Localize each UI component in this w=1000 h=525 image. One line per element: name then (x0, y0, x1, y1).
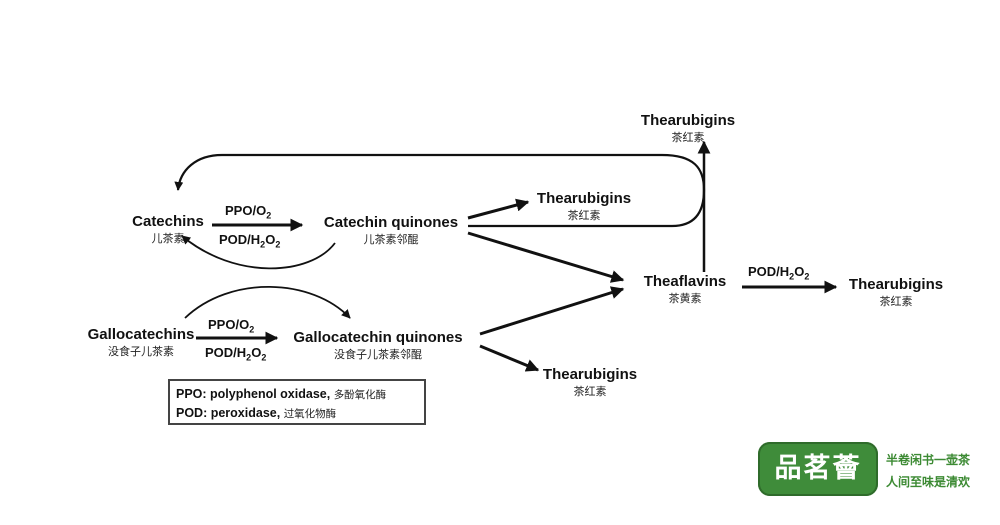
node-label-zh: 儿茶素邻醌 (363, 233, 419, 246)
slogan-line-1: 半卷闲书一壶茶 (886, 453, 971, 467)
loop-arrow-quinones-to-catechins (174, 153, 706, 228)
arrow-quinones-to-thearubigins-mid (467, 198, 530, 220)
node-label-en: Catechins (132, 213, 204, 230)
curve-gallocatechins-to-quinones (184, 286, 351, 319)
node-gallocatechins: Gallocatechins 没食子儿茶素 (76, 326, 206, 359)
node-label-en: Thearubigins (542, 366, 638, 383)
node-gallocatechin-quinones: Gallocatechin quinones 没食子儿茶素邻醌 (278, 329, 478, 362)
node-label-zh: 儿茶素 (151, 232, 185, 245)
node-label-zh: 没食子儿茶素 (108, 345, 174, 358)
enzyme-label-pod-top: POD/H2O2 (219, 232, 281, 250)
node-thearubigins-right: Thearubigins 茶红素 (836, 276, 956, 309)
node-thearubigins-top: Thearubigins 茶红素 (628, 112, 748, 145)
node-label-zh: 茶红素 (671, 131, 705, 144)
node-label-zh: 茶红素 (573, 385, 607, 398)
node-theaflavins: Theaflavins 茶黄素 (630, 273, 740, 306)
node-label-en: Gallocatechin quinones (293, 329, 463, 346)
curve-quinones-to-catechins (181, 235, 336, 270)
node-catechins: Catechins 儿茶素 (118, 213, 218, 246)
arrow-gallo-quinones-to-thearubigins-low (479, 344, 540, 372)
node-label-en: Gallocatechins (87, 326, 195, 343)
node-label-zh: 茶黄素 (668, 292, 702, 305)
legend-ppo: PPO: polyphenol oxidase, 多酚氧化酶 (176, 387, 387, 401)
legend-pod: POD: peroxidase, 过氧化物酶 (176, 406, 337, 420)
enzyme-label-ppo-bottom: PPO/O2 (208, 317, 255, 335)
slogan-line-2: 人间至味是清欢 (886, 475, 971, 489)
arrow-quinones-to-theaflavins (467, 231, 625, 283)
enzyme-label-ppo-top: PPO/O2 (225, 203, 272, 221)
node-label-zh: 没食子儿茶素邻醌 (334, 348, 422, 361)
brand-logo: 品茗薈 (758, 442, 878, 496)
node-label-zh: 茶红素 (879, 295, 913, 308)
node-label-en: Catechin quinones (323, 214, 459, 231)
node-label-en: Thearubigins (536, 190, 632, 207)
node-catechin-quinones: Catechin quinones 儿茶素邻醌 (306, 214, 476, 247)
node-thearubigins-mid: Thearubigins 茶红素 (524, 190, 644, 223)
node-thearubigins-low: Thearubigins 茶红素 (530, 366, 650, 399)
brand-logo-text: 品茗薈 (774, 453, 862, 484)
node-label-en: Thearubigins (848, 276, 944, 293)
node-label-en: Theaflavins (643, 273, 727, 290)
node-label-zh: 茶红素 (567, 209, 601, 222)
node-label-en: Thearubigins (640, 112, 736, 129)
arrow-gallo-quinones-to-theaflavins (479, 286, 625, 336)
legend-box: PPO: polyphenol oxidase, 多酚氧化酶 POD: pero… (168, 379, 426, 425)
enzyme-label-pod-right: POD/H2O2 (748, 264, 810, 282)
enzyme-label-pod-bottom: POD/H2O2 (205, 345, 267, 363)
